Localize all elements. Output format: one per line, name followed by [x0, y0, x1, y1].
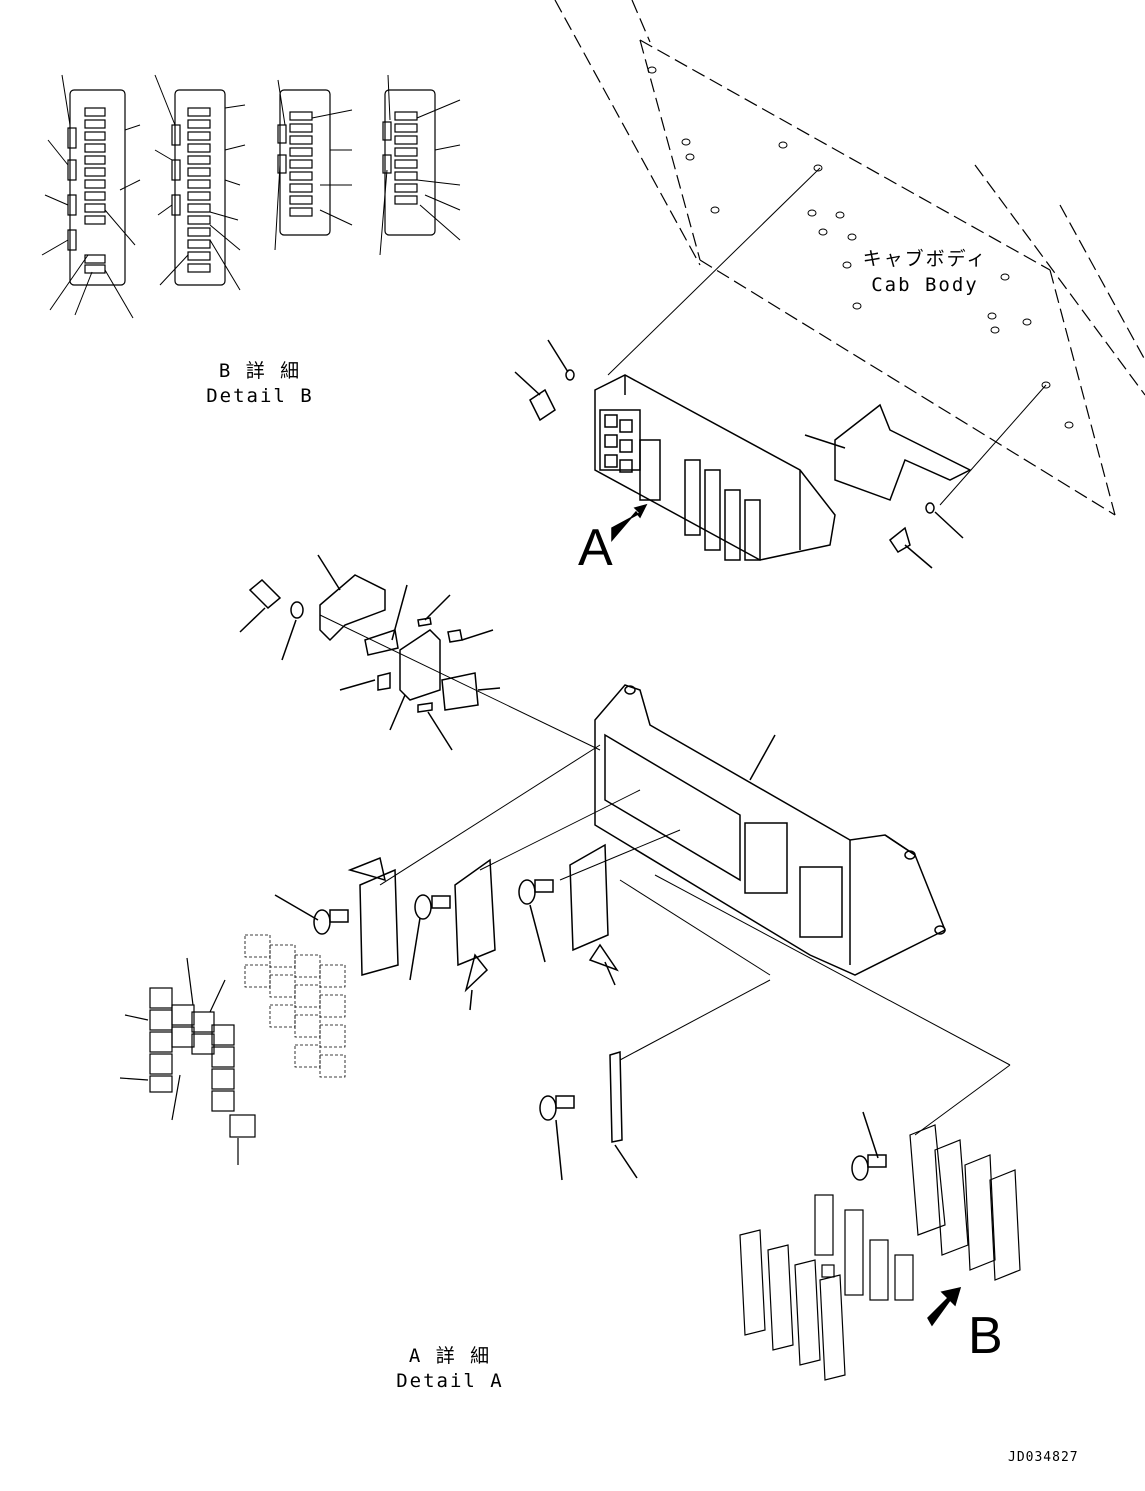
cab-body-label-en: Cab Body: [871, 274, 979, 296]
view-a-letter: A: [578, 519, 613, 577]
fuse-box-assembled: [514, 339, 972, 569]
view-b-letter: B: [968, 1307, 1003, 1365]
cab-body-holes: [647, 66, 1074, 429]
connector-housings: [739, 1124, 1021, 1381]
detail-a-title-jp: A 詳 細: [408, 1345, 492, 1367]
relay-cluster: [119, 957, 256, 1165]
relay-cluster-dashed: [244, 934, 346, 1078]
view-a-arrow: [611, 503, 648, 543]
rails-and-bolts: [274, 843, 887, 1181]
main-box-frame: [594, 684, 946, 976]
bracket-and-pads: [239, 554, 501, 751]
detail-b-title-en: Detail B: [206, 385, 314, 407]
detail-b-leaders: [41, 74, 461, 319]
cab-body-panel: [554, 0, 1145, 516]
drawing-code: JD034827: [1008, 1450, 1079, 1465]
view-b-arrow: [927, 1286, 962, 1327]
detail-b-connectors: [67, 89, 436, 286]
cab-body-label-jp: キャブボディ: [862, 248, 988, 270]
assembly-lines: [319, 167, 1047, 1136]
detail-a-title-en: Detail A: [396, 1370, 504, 1392]
detail-b-title-jp: B 詳 細: [218, 360, 302, 382]
